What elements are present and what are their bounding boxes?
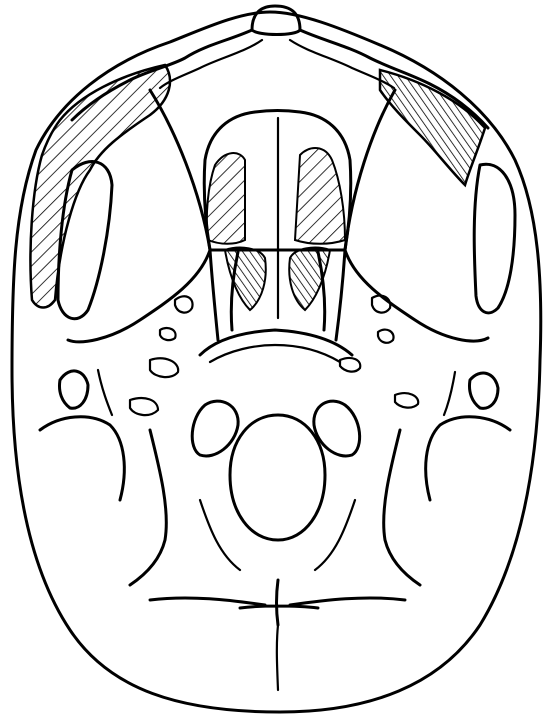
right-mastoid-process (469, 373, 498, 408)
right-zygomatic-arch (474, 164, 515, 313)
left-carotid-canal (150, 358, 178, 377)
left-mastoid-process (59, 371, 88, 408)
left-styloid-line (98, 370, 112, 415)
right-palate-region (295, 148, 345, 244)
right-foramen-spinosum (378, 330, 394, 343)
right-lower-curve (315, 500, 355, 570)
right-zygomatic-region (380, 70, 485, 185)
left-inferior-nuchal-line (40, 417, 124, 500)
incisors (252, 6, 300, 35)
left-lower-curve (200, 500, 240, 570)
right-foramen-ovale (372, 296, 390, 313)
right-carotid-canal (395, 393, 418, 407)
foramen-magnum (230, 415, 325, 540)
basilar-inner (210, 345, 340, 362)
left-palate-region (207, 153, 245, 244)
occipital-median-line (277, 625, 278, 690)
left-occipital-condyle (192, 401, 238, 456)
right-jugular-foramen (340, 358, 360, 372)
right-occipital-crest (384, 430, 420, 585)
right-styloid-line (444, 372, 455, 415)
teeth-inner-left (160, 40, 262, 88)
left-foramen-spinosum (160, 328, 176, 340)
left-occipital-crest (130, 430, 166, 585)
left-foramen-ovale (175, 296, 193, 312)
right-inferior-nuchal-line (426, 417, 510, 500)
basilar-part-occipital (200, 330, 352, 355)
left-jugular-foramen (130, 398, 158, 415)
